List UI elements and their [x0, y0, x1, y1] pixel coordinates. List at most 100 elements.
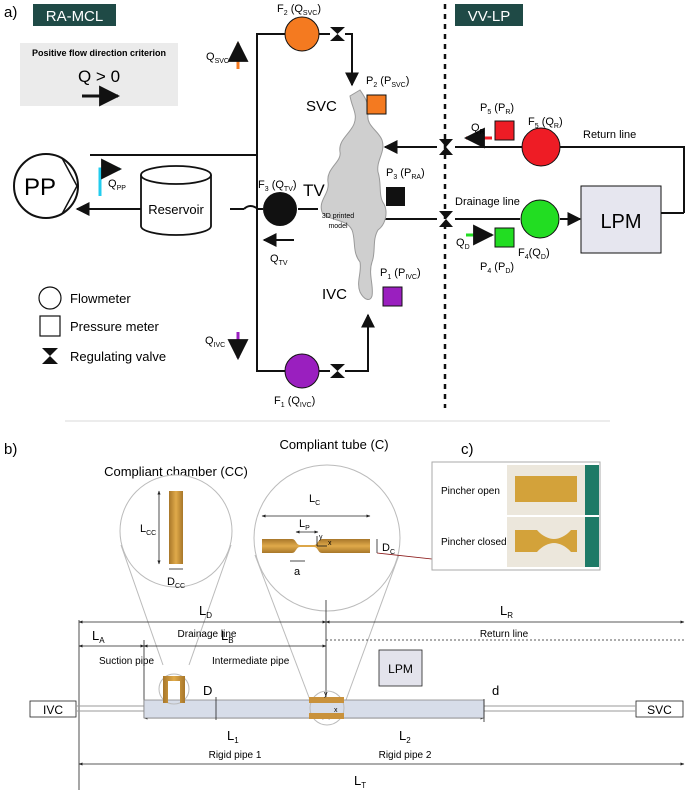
pincher-closed-tube — [515, 530, 577, 552]
reservoir-icon — [140, 165, 212, 236]
pincher-open-tube — [515, 476, 577, 502]
c-title: Compliant tube (C) — [279, 437, 388, 452]
dimension-lines — [78, 600, 685, 790]
c-marker-circle — [309, 690, 345, 726]
model-caption-2: model — [328, 223, 348, 230]
return-line-label: Return line — [583, 129, 636, 141]
qsvc-label: QSVC — [206, 51, 229, 65]
ivc-label: IVC — [322, 286, 347, 303]
b-svc-label: SVC — [647, 703, 672, 717]
reservoir-label: Reservoir — [148, 202, 204, 217]
p4-label: P4 (PD) — [480, 261, 514, 275]
big-d-label: D — [203, 683, 212, 698]
lp-label: LP — [299, 518, 310, 532]
lpm-label: LPM — [600, 211, 641, 233]
valve-ivc-icon — [330, 364, 345, 378]
intermediate-pipe-label: Intermediate pipe — [212, 656, 290, 667]
c-zoom-circle — [253, 464, 401, 612]
cc-on-pipe — [163, 676, 185, 703]
lt-label: LT — [354, 773, 366, 790]
p1-label: P1 (PIVC) — [380, 267, 421, 281]
c-on-pipe-top — [309, 697, 344, 703]
vv-lp-badge — [455, 4, 523, 26]
ivc-stub — [29, 700, 77, 718]
valve-svc-icon — [330, 27, 345, 41]
svc-stub — [635, 700, 684, 718]
pump-label: PP — [24, 174, 56, 201]
f3-label: F3 (QTV) — [258, 179, 297, 193]
c-on-pipe-bottom — [309, 713, 344, 719]
f4-label: F4(QD) — [518, 247, 550, 261]
panel-b: b) Compliant chamber (CC) Compliant tube… — [4, 437, 685, 790]
c-y-label: y — [319, 534, 323, 541]
panel-c-label: c) — [461, 441, 474, 458]
p2-pressure-icon — [366, 94, 387, 115]
vv-lp-label: VV-LP — [468, 8, 511, 25]
p5-label: P5 (PR) — [480, 102, 514, 116]
pipe-network — [75, 33, 685, 372]
qpp-arrow — [98, 158, 123, 196]
lpm-box — [580, 185, 662, 254]
suction-pipe-label: Suction pipe — [99, 656, 154, 667]
f2-flowmeter-icon — [284, 16, 320, 52]
la-label: LA — [92, 628, 105, 645]
legend-flowmeter: Flowmeter — [70, 291, 131, 306]
drainage-line-label: Drainage line — [455, 196, 520, 208]
f2-label: F2 (QSVC) — [277, 3, 321, 17]
cc-tube — [169, 491, 183, 564]
legend-valve-icon — [42, 348, 58, 364]
b-drainage-line: Drainage line — [178, 629, 237, 640]
qr-label: QR — [471, 122, 485, 136]
tv-label: TV — [303, 181, 325, 200]
qivc-label: QIVC — [205, 335, 225, 349]
criterion-title: Positive flow direction criterion — [32, 48, 166, 58]
qpp-label: QPP — [108, 178, 126, 192]
l2-label: L2 — [399, 728, 411, 745]
qd-label: QD — [456, 237, 470, 251]
b-lpm-box — [378, 649, 423, 687]
panel-c: c) Pincher open Pincher closed — [431, 441, 601, 571]
b-y-label: y — [324, 691, 328, 698]
p3-pressure-icon — [386, 187, 405, 206]
p1-pressure-icon — [382, 286, 403, 307]
p5-pressure-icon — [494, 120, 515, 141]
cc-marker-circle — [158, 673, 190, 705]
valve-return-icon — [439, 139, 453, 155]
legend-valve: Regulating valve — [70, 349, 166, 364]
f5-flowmeter-icon — [521, 127, 561, 167]
b-ivc-label: IVC — [43, 703, 63, 717]
small-d-label: d — [492, 683, 499, 698]
panel-b-label: b) — [4, 441, 17, 458]
ra-mcl-badge — [33, 4, 116, 26]
model-caption-1: 3D printed — [322, 213, 354, 220]
qtv-label: QTV — [270, 253, 288, 267]
c-x-label: x — [328, 540, 332, 547]
legend-pressure-icon — [39, 315, 61, 337]
panel-a-label: a) — [4, 4, 17, 21]
pump-icon — [13, 153, 79, 219]
lc-label: LC — [309, 493, 320, 507]
pincher-closed-label: Pincher closed — [441, 537, 507, 548]
legend-flowmeter-icon — [38, 286, 62, 310]
p2-label: P2 (PSVC) — [366, 75, 409, 89]
criterion-rule: Q > 0 — [78, 67, 120, 86]
f5-label: F5 (QR) — [528, 116, 563, 130]
panel-a: a) RA-MCL VV-LP Positive flow direction … — [4, 3, 685, 409]
l1-label: L1 — [227, 728, 239, 745]
p4-pressure-icon — [494, 227, 515, 248]
pincher-open-clip — [585, 465, 599, 515]
f1-flowmeter-icon — [284, 353, 320, 389]
pincher-open-label: Pincher open — [441, 486, 500, 497]
b-return-line: Return line — [480, 629, 529, 640]
f3-flowmeter-icon — [263, 192, 297, 226]
pincher-closed-clip — [585, 517, 599, 567]
rigid-pipe-2-label: Rigid pipe 2 — [379, 750, 432, 761]
rigid-pipe-1-label: Rigid pipe 1 — [209, 750, 262, 761]
b-lpm-label: LPM — [388, 662, 413, 676]
b-x-label: x — [334, 707, 338, 714]
pump-impeller — [61, 157, 78, 215]
c-tube — [262, 539, 370, 553]
legend-pressure: Pressure meter — [70, 319, 160, 334]
lr-label: LR — [500, 603, 513, 620]
